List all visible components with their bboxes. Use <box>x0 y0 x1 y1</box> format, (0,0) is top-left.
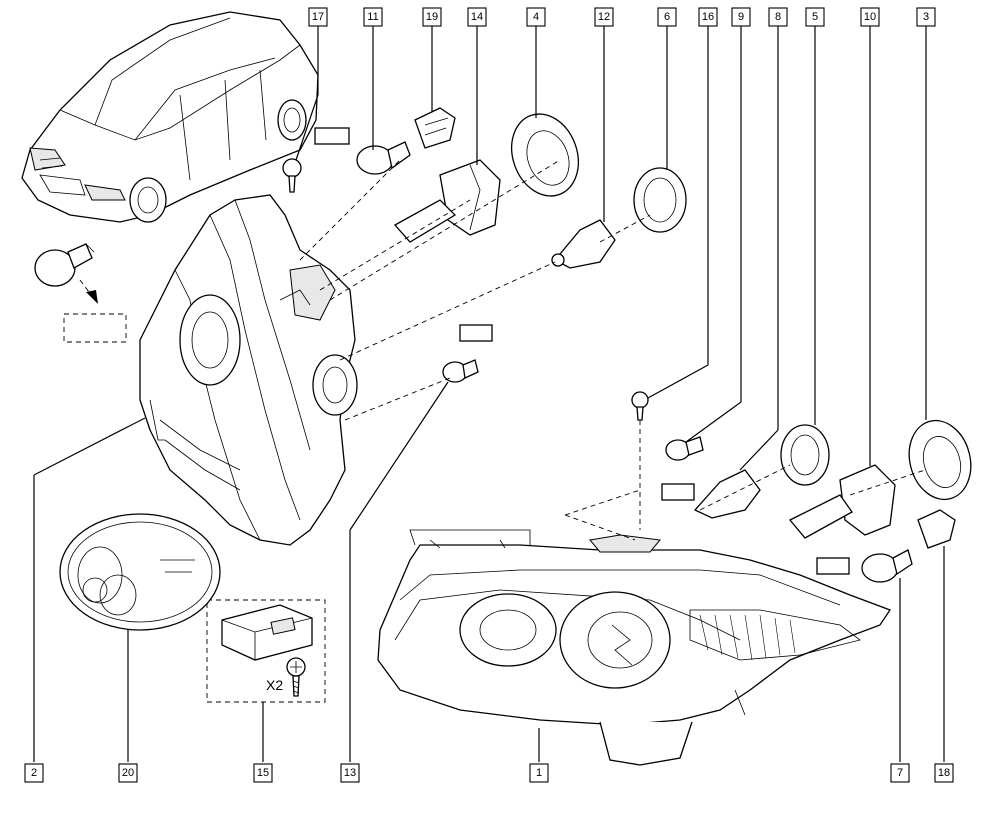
svg-text:10: 10 <box>864 11 876 23</box>
svg-text:2: 2 <box>31 767 37 779</box>
callout-20: 20 <box>118 763 138 783</box>
callout-7: 7 <box>890 763 910 783</box>
bulb-9 <box>665 436 704 461</box>
bulb-label-13 <box>459 324 493 342</box>
svg-text:4: 4 <box>533 11 539 23</box>
callout-3: 3 <box>916 7 936 27</box>
svg-text:9: 9 <box>738 11 744 23</box>
callout-9: 9 <box>731 7 751 27</box>
callouts-top: 17 11 19 14 4 12 6 16 9 8 5 10 3 <box>308 7 936 27</box>
leader-adjuster-b <box>564 489 641 516</box>
quantity-label: X2 <box>266 677 283 693</box>
ring-5 <box>780 424 830 486</box>
xenon-bulb-10 <box>788 464 896 539</box>
callout-13: 13 <box>340 763 360 783</box>
svg-text:5: 5 <box>812 11 818 23</box>
callout-2: 2 <box>24 763 44 783</box>
svg-text:16: 16 <box>702 11 714 23</box>
callouts-bottom: 2 20 15 13 1 7 18 <box>24 763 954 783</box>
svg-text:7: 7 <box>897 767 903 779</box>
svg-text:19: 19 <box>426 11 438 23</box>
connector-group-box <box>206 599 326 703</box>
leader-adjuster <box>564 514 636 541</box>
bulb-label-7 <box>816 557 850 575</box>
svg-text:15: 15 <box>257 767 269 779</box>
bulb-position-box-left <box>63 313 127 343</box>
assembly-lines <box>299 159 926 530</box>
callout-8: 8 <box>768 7 788 27</box>
bulb-kit-case <box>59 513 221 631</box>
svg-text:1: 1 <box>536 767 542 779</box>
bulb-label-11 <box>314 127 350 145</box>
svg-text:14: 14 <box>471 11 483 23</box>
leader-lines-bottom <box>33 381 945 762</box>
callout-17: 17 <box>308 7 328 27</box>
svg-text:20: 20 <box>122 767 134 779</box>
ballast-unit <box>221 604 313 661</box>
bulb-7 <box>861 549 913 583</box>
leader-lines <box>295 26 927 471</box>
callout-11: 11 <box>363 7 383 27</box>
ring-6 <box>633 167 687 233</box>
screw-x2 <box>286 657 306 697</box>
svg-text:3: 3 <box>923 11 929 23</box>
bulb-holder-18 <box>917 509 956 549</box>
headlamp-front-view <box>377 529 891 766</box>
bulb-12 <box>551 219 616 269</box>
svg-text:13: 13 <box>344 767 356 779</box>
bulb-11 <box>356 141 411 175</box>
xenon-bulb-14 <box>393 159 501 243</box>
svg-text:11: 11 <box>367 11 378 23</box>
callout-12: 12 <box>594 7 614 27</box>
svg-text:18: 18 <box>938 767 950 779</box>
callout-4: 4 <box>526 7 546 27</box>
bulb-label-9 <box>661 483 695 501</box>
svg-text:17: 17 <box>312 11 324 23</box>
callout-15: 15 <box>253 763 273 783</box>
callout-1: 1 <box>529 763 549 783</box>
callout-19: 19 <box>422 7 442 27</box>
vehicle-illustration <box>21 11 319 223</box>
callout-16: 16 <box>698 7 718 27</box>
callout-6: 6 <box>657 7 677 27</box>
bulb-8 <box>693 469 761 519</box>
bulb-13 <box>442 359 479 383</box>
svg-text:6: 6 <box>664 11 670 23</box>
callout-14: 14 <box>467 7 487 27</box>
headlamp-rear-view <box>139 194 358 546</box>
side-bulb-left <box>34 243 95 287</box>
callout-10: 10 <box>860 7 880 27</box>
screw-17 <box>282 158 302 193</box>
callout-5: 5 <box>805 7 825 27</box>
callout-18: 18 <box>934 763 954 783</box>
screw-16 <box>631 391 649 421</box>
svg-text:12: 12 <box>598 11 610 23</box>
cap-4 <box>511 113 579 197</box>
bulb-holder-19 <box>414 107 456 149</box>
cap-3 <box>908 419 972 501</box>
svg-text:8: 8 <box>775 11 781 23</box>
